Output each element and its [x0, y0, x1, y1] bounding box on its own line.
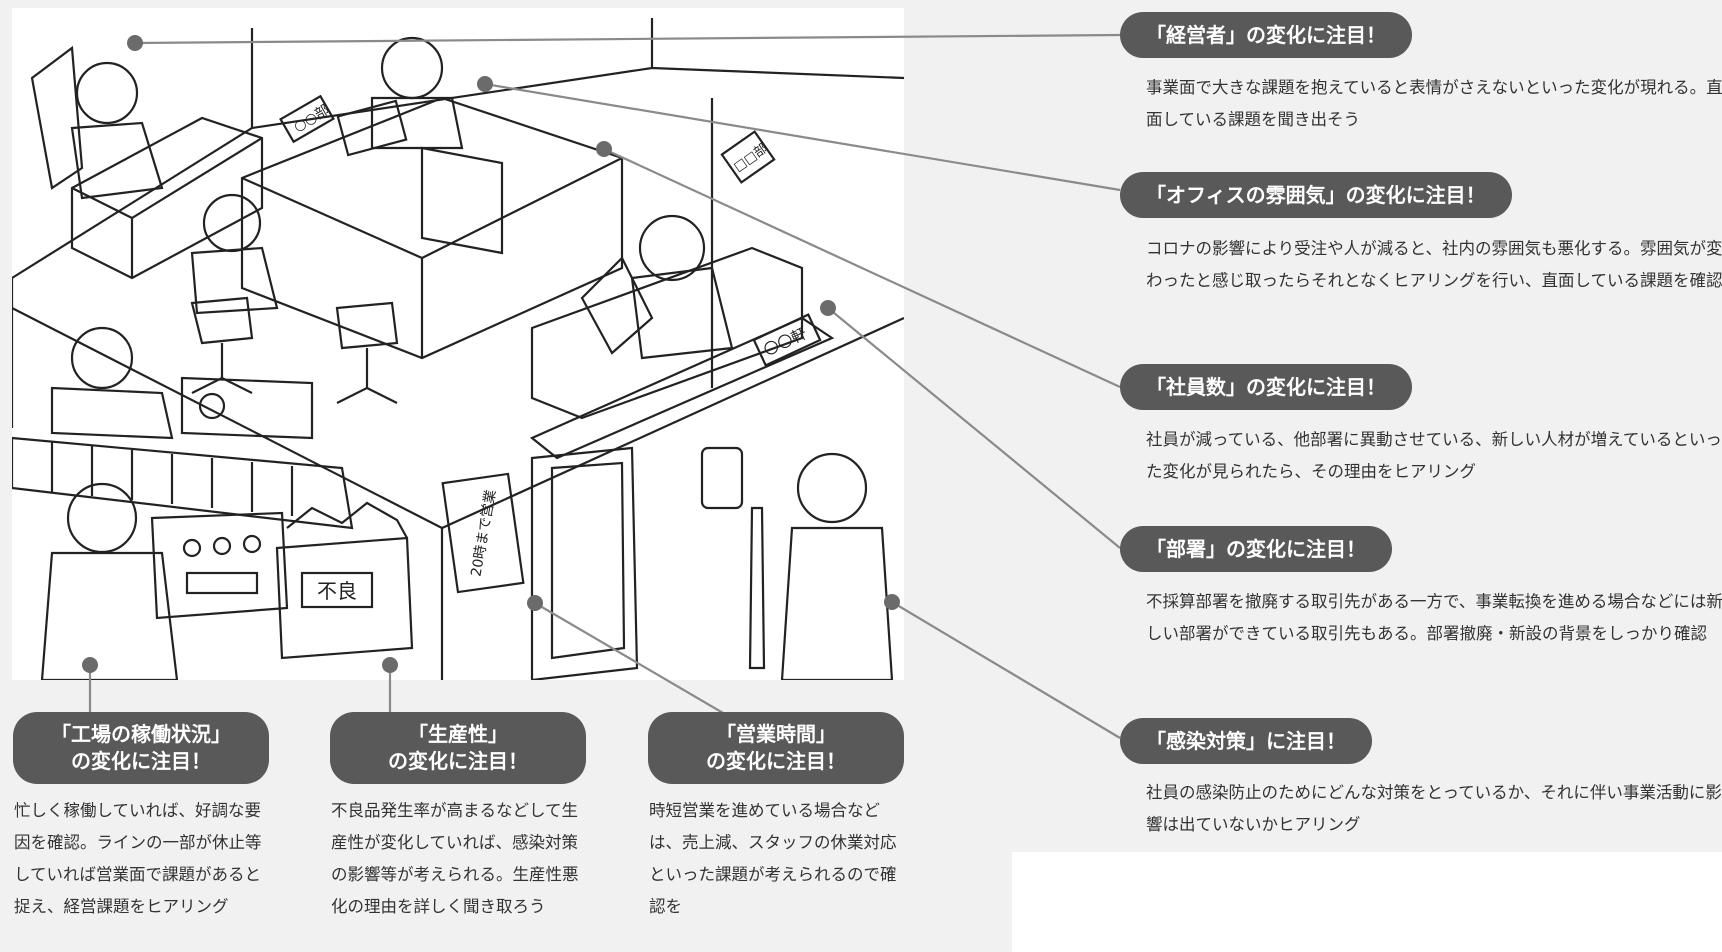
office-floor-edge — [12, 66, 904, 279]
callout-department-text: 不採算部署を撤廃する取引先がある一方で、事業転換を進める場合などには新しい部署が… — [1146, 592, 1722, 643]
dept-sign-2: □□部 — [731, 141, 770, 175]
callout-productivity-title-line1: 「生産性」 — [408, 722, 508, 746]
callout-productivity-title: 「生産性」 の変化に注目！ — [330, 712, 586, 784]
callout-infection-control-text: 社員の感染防止のためにどんな対策をとっているか、それに伴い事業活動に影響は出てい… — [1146, 783, 1722, 834]
office-illustration: ○○部 □□部 〇〇軒 20時まで営業 不良 — [12, 8, 904, 680]
callout-factory-title: 「工場の稼働状況」 の変化に注目！ — [13, 712, 269, 784]
hours-sign: 20時まで営業 — [468, 489, 499, 578]
desk-partition — [420, 146, 504, 255]
callout-president-text: 事業面で大きな課題を抱えていると表情がさえないといった変化が現れる。直面している… — [1146, 78, 1722, 129]
president-head — [75, 61, 139, 125]
worker-top-head — [380, 36, 444, 100]
shop-sign: 〇〇軒 — [761, 324, 809, 359]
callout-business-hours-title-line2: の変化に注目！ — [706, 749, 846, 773]
callout-employee-count-title: 「社員数」の変化に注目！ — [1120, 364, 1412, 410]
factory-worker-top-head — [70, 326, 134, 390]
callout-factory-text: 忙しく稼働していれば、好調な要因を確認。ラインの一部が休止等していれば営業面で課… — [14, 801, 262, 916]
callout-infection-control-title: 「感染対策」に注目！ — [1120, 718, 1372, 764]
defect-box — [275, 536, 414, 660]
right-panel — [1012, 0, 1722, 852]
callout-business-hours-text: 時短営業を進めている場合などは、売上減、スタッフの休業対応といった課題が考えられ… — [649, 801, 897, 916]
office-desk-block — [240, 96, 624, 360]
callout-office-atmosphere-text: コロナの影響により受注や人が減ると、社内の雰囲気も悪化する。雰囲気が変わったと感… — [1146, 239, 1722, 290]
president-desk — [70, 116, 264, 280]
defect-box-label: 不良 — [317, 579, 357, 603]
callout-business-hours-title-line1: 「営業時間」 — [716, 722, 836, 746]
callout-department-title: 「部署」の変化に注目！ — [1120, 526, 1392, 572]
callout-factory-title-line1: 「工場の稼働状況」 — [51, 722, 231, 746]
shopkeeper-head — [796, 452, 868, 524]
president-chair — [30, 45, 84, 190]
factory-worker-bottom-head — [66, 482, 138, 554]
sanitizer-stand — [748, 506, 766, 670]
machine — [180, 376, 314, 440]
callout-business-hours-title: 「営業時間」 の変化に注目！ — [648, 712, 904, 784]
callout-employee-count-text: 社員が減っている、他部署に異動させている、新しい人材が増えているといった変化が見… — [1146, 430, 1722, 481]
callout-productivity-text: 不良品発生率が高まるなどして生産性が変化していれば、感染対策の影響等が考えられる… — [331, 801, 579, 916]
callout-president-title: 「経営者」の変化に注目！ — [1120, 12, 1412, 58]
callout-office-atmosphere-title: 「オフィスの雰囲気」の変化に注目！ — [1120, 172, 1512, 218]
hours-sign-board — [441, 472, 525, 594]
conveyor — [12, 436, 354, 530]
callout-factory-title-line2: の変化に注目！ — [71, 749, 211, 773]
control-panel — [150, 511, 289, 620]
callout-productivity-title-line2: の変化に注目！ — [388, 749, 528, 773]
chair-2 — [335, 301, 399, 404]
